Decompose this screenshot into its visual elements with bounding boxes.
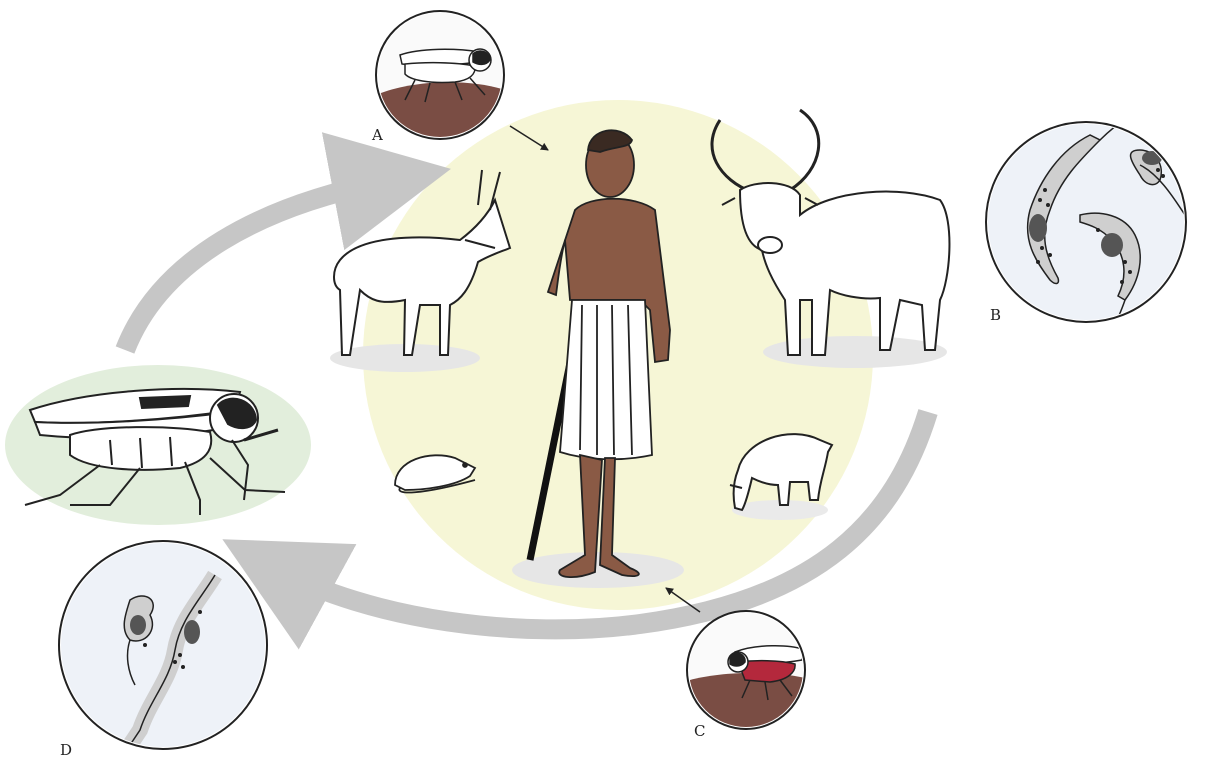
inset-d-trypanosomes-in-fly bbox=[59, 541, 267, 749]
label-c: C bbox=[694, 722, 705, 740]
label-b: B bbox=[990, 306, 1001, 324]
label-a: A bbox=[371, 126, 383, 144]
inset-c-fly-feeding-infected bbox=[687, 611, 805, 730]
label-d: D bbox=[60, 741, 72, 759]
inset-a-fly-feeding bbox=[376, 11, 505, 140]
inset-b-trypanosomes bbox=[986, 100, 1186, 340]
human-shadow bbox=[512, 552, 684, 588]
